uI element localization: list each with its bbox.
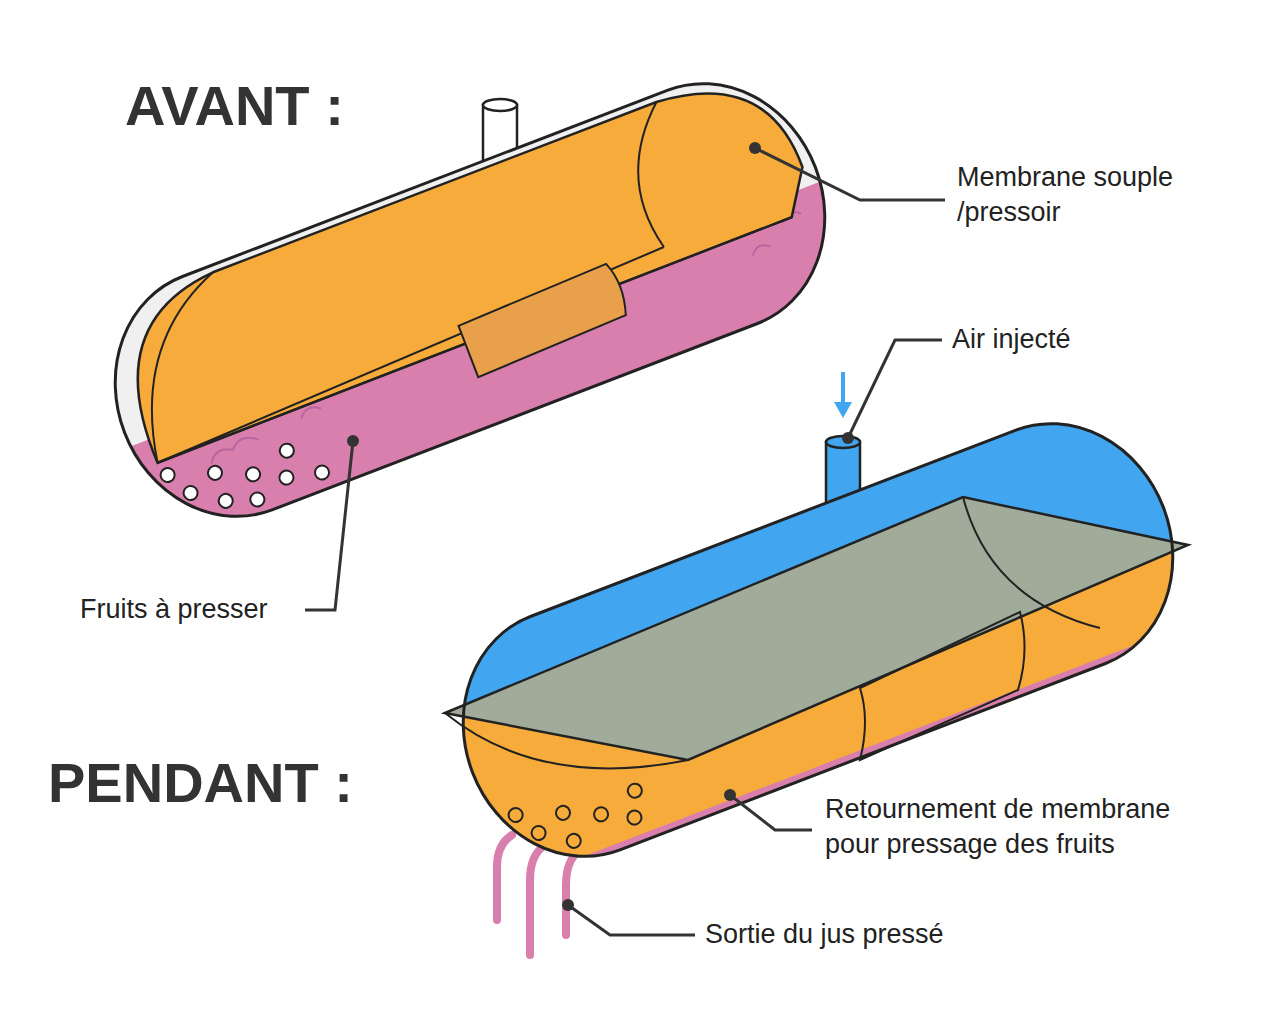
press-cylinder-before [70, 47, 873, 562]
part-label: Retournement de membrane pour pressage d… [825, 792, 1210, 862]
door [457, 262, 633, 377]
air-arrow [834, 372, 852, 418]
figure-heading: PENDANT : [48, 752, 353, 814]
part-label: Sortie du jus pressé [705, 917, 1035, 952]
part-label: Fruits à presser [80, 592, 305, 627]
figure-heading: AVANT : [125, 75, 344, 137]
leader-dots [347, 142, 854, 911]
part-label: Air injecté [952, 322, 1202, 357]
membrane [101, 62, 819, 463]
membrane-pressing [239, 246, 1280, 1016]
part-label: Membrane souple /pressoir [957, 160, 1217, 230]
